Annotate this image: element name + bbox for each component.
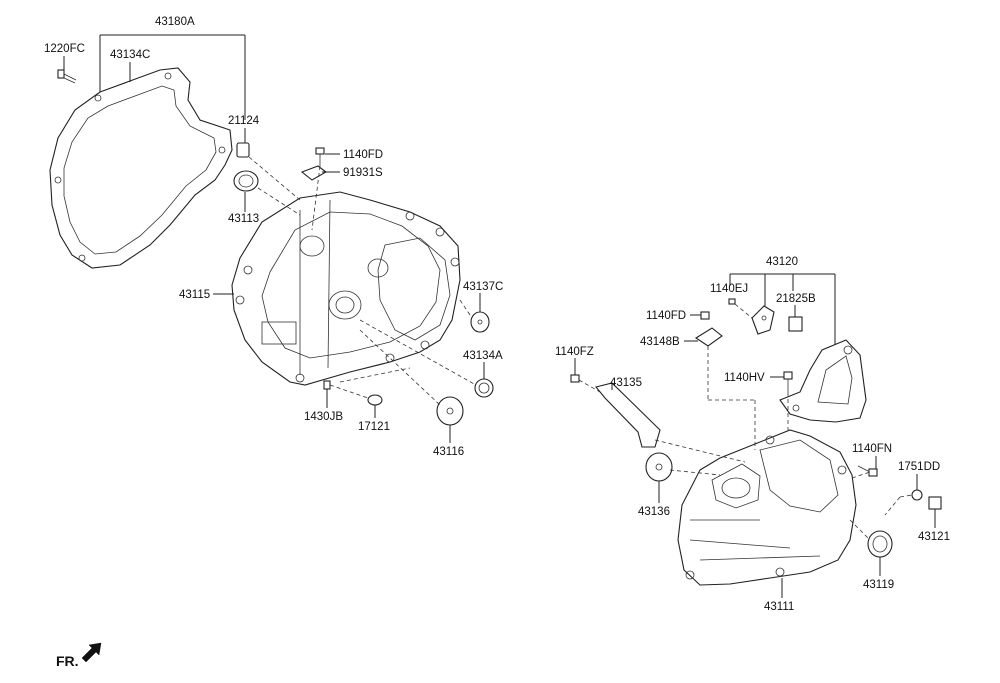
bolt-1220fc-drawing (57, 69, 77, 84)
label-1140fd-lower: 1140FD (646, 310, 686, 322)
label-43135: 43135 (610, 377, 642, 389)
label-1220fc: 1220FC (44, 43, 85, 55)
bracket-piece-drawing (751, 305, 775, 335)
label-1430jb: 1430JB (304, 411, 343, 423)
seal-43134a-drawing (474, 378, 494, 398)
label-43116: 43116 (433, 446, 464, 458)
pin-21124-drawing (236, 142, 250, 158)
label-43119: 43119 (863, 579, 894, 591)
bolt-1140fd-lower-drawing (700, 311, 710, 320)
label-43134c: 43134C (110, 49, 150, 61)
label-1751dd: 1751DD (898, 461, 940, 473)
seal-43119-drawing (867, 530, 893, 558)
shift-rail-43135-drawing (595, 382, 661, 448)
label-21124: 21124 (228, 115, 260, 127)
label-43137c: 43137C (463, 281, 503, 293)
bolt-1430jb-drawing (323, 380, 331, 390)
plug-17121-drawing (367, 394, 383, 406)
label-43111: 43111 (764, 601, 794, 613)
label-43121: 43121 (918, 531, 950, 543)
bolt-1140fn-drawing (857, 465, 878, 477)
front-direction-label: FR. (56, 653, 79, 669)
label-17121: 17121 (358, 421, 390, 433)
bracket-91931s-drawing (300, 165, 327, 181)
bracket-43120-drawing (779, 339, 867, 423)
front-arrow-icon (81, 642, 102, 663)
part-labels: 43180A 1220FC 43134C 21124 1140FD 91931S… (44, 16, 950, 613)
label-43113: 43113 (228, 213, 259, 225)
label-43148b: 43148B (640, 336, 680, 348)
assembly-dashed-lines (248, 156, 913, 539)
front-direction-indicator: FR. (56, 642, 102, 669)
washer-1751dd-drawing (911, 489, 923, 501)
label-1140hv: 1140HV (724, 372, 765, 384)
label-43180a: 43180A (155, 16, 195, 28)
label-21825b: 21825B (776, 293, 816, 305)
label-43134a: 43134A (463, 350, 503, 362)
seal-43113-drawing (233, 170, 259, 192)
bolt-1140hv-drawing (783, 371, 793, 392)
label-43136: 43136 (638, 506, 670, 518)
plate-43116-drawing (436, 396, 464, 426)
transmission-case-drawing (677, 429, 857, 586)
plug-43121-drawing (928, 496, 942, 510)
label-1140fd-upper: 1140FD (343, 149, 383, 161)
label-1140fz: 1140FZ (555, 346, 594, 358)
leader-lines (63, 34, 936, 598)
plate-43136-drawing (645, 452, 673, 482)
label-1140ej: 1140EJ (710, 283, 748, 295)
bushing-21825b-drawing (788, 316, 803, 332)
label-1140fn: 1140FN (852, 443, 892, 455)
bracket-43148b-drawing (694, 327, 723, 347)
bolt-1140fd-upper-drawing (315, 147, 325, 166)
label-91931s: 91931S (343, 167, 383, 179)
label-43115: 43115 (179, 289, 210, 301)
gasket-drawing (49, 67, 233, 269)
plate-43137c-drawing (470, 311, 490, 333)
label-43120: 43120 (766, 256, 798, 268)
bolt-1140fz-drawing (570, 374, 580, 383)
bolt-1140ej-drawing (728, 298, 736, 305)
clutch-housing-drawing (231, 191, 461, 386)
